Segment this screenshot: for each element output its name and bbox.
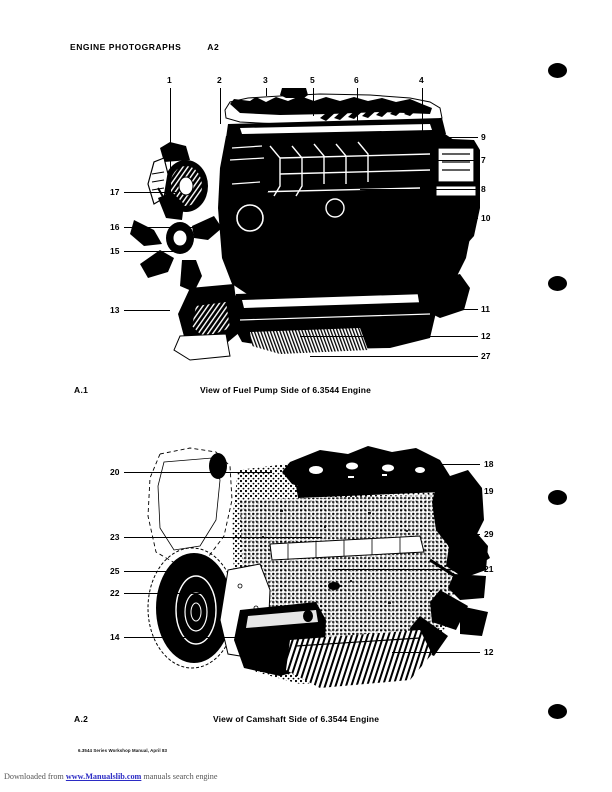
callout-number: 23: [110, 532, 120, 542]
callout-number: 22: [110, 588, 120, 598]
figure-label: A.1: [74, 385, 89, 395]
callout-number: 12: [484, 647, 494, 657]
engine-photo-camshaft-side: [120, 440, 490, 700]
figure-label: A.2: [74, 714, 89, 724]
callout-number: 9: [481, 132, 486, 142]
callout-number: 14: [110, 632, 120, 642]
punch-hole: [548, 704, 567, 719]
manual-footer-note: 6.3544 Series Workshop Manual, April 83: [78, 748, 168, 753]
callout-number: 15: [110, 246, 120, 256]
punch-hole: [548, 490, 567, 505]
leader-line: [266, 88, 267, 96]
figure-a1: 1 2 3 5 6 4 17 16 15 13 9 7 8 10 11 12: [74, 75, 491, 395]
manualslib-link[interactable]: www.Manualslib.com: [65, 772, 142, 781]
callout-number: 17: [110, 187, 120, 197]
callout-number: 5: [310, 75, 315, 85]
callout-number: 25: [110, 566, 120, 576]
leader-line: [124, 571, 202, 572]
callout-number: 29: [484, 529, 494, 539]
leader-line: [398, 464, 480, 465]
callout-number: 7: [481, 155, 486, 165]
leader-line: [124, 310, 170, 311]
section-code: A2: [207, 42, 220, 52]
leader-line: [356, 309, 478, 310]
leader-line: [420, 137, 478, 138]
figure-a2: 20 23 25 22 14 18 19 29 21 12 A.2 View o…: [74, 440, 494, 724]
engine-photo-fuel-pump-side: [130, 88, 480, 370]
leader-line: [392, 652, 480, 653]
callout-number: 6: [354, 75, 359, 85]
leader-line: [124, 472, 272, 473]
leader-line: [332, 569, 480, 570]
punch-hole: [548, 63, 567, 78]
callout-number: 2: [217, 75, 222, 85]
callout-number: 8: [481, 184, 486, 194]
callout-number: 4: [419, 75, 424, 85]
leader-line: [357, 88, 358, 124]
figure-caption: View of Fuel Pump Side of 6.3544 Engine: [200, 385, 372, 395]
leader-line: [124, 192, 176, 193]
leader-line: [170, 88, 171, 196]
leader-line: [414, 491, 480, 492]
leader-line: [300, 336, 478, 337]
watermark-suffix: manuals search engine: [141, 772, 218, 781]
leader-line: [422, 88, 423, 136]
callout-number: 16: [110, 222, 120, 232]
leader-line: [400, 160, 478, 161]
callout-number: 27: [481, 351, 491, 361]
leader-line: [468, 534, 480, 535]
callout-number: 19: [484, 486, 494, 496]
leader-line: [368, 218, 478, 219]
leader-line: [313, 88, 314, 116]
figure-caption: View of Camshaft Side of 6.3544 Engine: [213, 714, 380, 724]
leader-line: [360, 189, 478, 190]
callout-number: 18: [484, 459, 494, 469]
callout-number: 13: [110, 305, 120, 315]
leader-line: [220, 88, 221, 124]
callout-number: 12: [481, 331, 491, 341]
callout-number: 11: [481, 304, 490, 314]
leader-line: [124, 537, 322, 538]
callout-number: 1: [167, 75, 172, 85]
leader-line: [124, 227, 196, 228]
leader-line: [124, 637, 262, 638]
leader-line: [124, 251, 178, 252]
callout-number: 10: [481, 213, 491, 223]
leader-line: [310, 356, 478, 357]
punch-hole: [548, 276, 567, 291]
download-watermark: Downloaded from www.Manualslib.com manua…: [4, 772, 218, 781]
watermark-prefix: Downloaded from: [4, 772, 66, 781]
callout-number: 21: [484, 564, 494, 574]
callout-number: 20: [110, 467, 120, 477]
callout-number: 3: [263, 75, 268, 85]
page-title: ENGINE PHOTOGRAPHS: [70, 42, 182, 52]
leader-line: [124, 593, 212, 594]
page-header: ENGINE PHOTOGRAPHS A2: [70, 42, 219, 52]
